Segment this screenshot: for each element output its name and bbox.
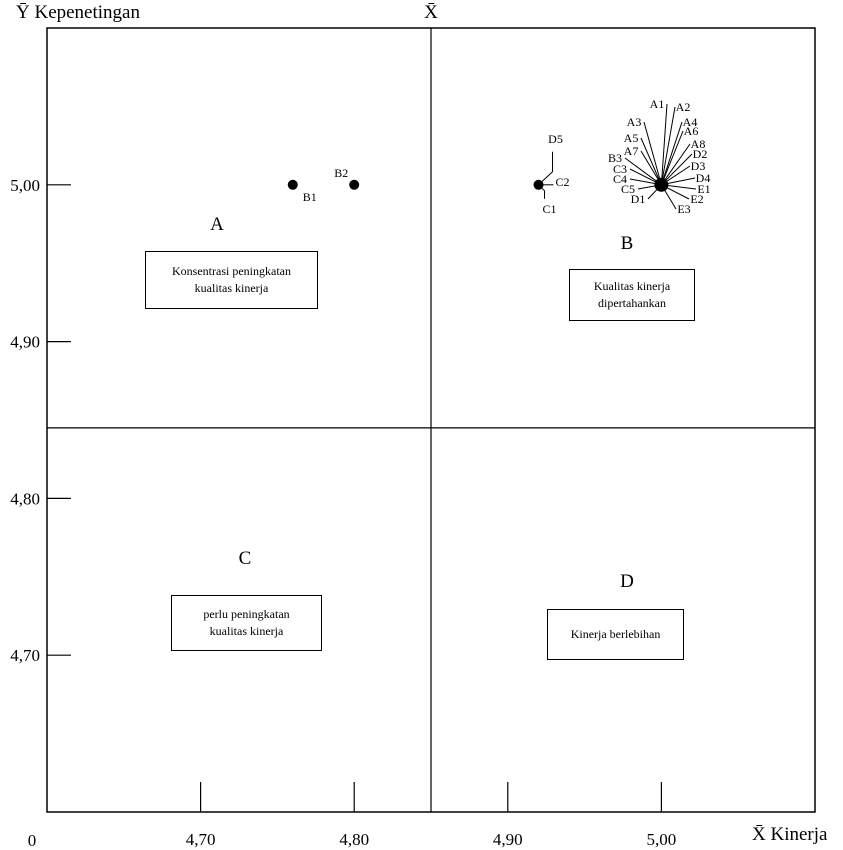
cluster-point-label: A4 [683,115,698,129]
cluster-leader-line [661,153,693,186]
point-label: B2 [334,166,348,180]
y-tick-label: 4,90 [10,333,40,352]
y-axis-label: Ȳ Kepenetingan [16,2,140,23]
quadrant-box-text: kualitas kinerja [209,624,284,638]
y-tick-label: 4,70 [10,646,40,665]
quadrant-box-text: Konsentrasi peningkatan [172,264,291,278]
cluster-point-label: E3 [677,202,690,216]
point-label: D5 [548,132,563,146]
cluster-point-label: A7 [624,144,639,158]
cluster-point-label: A6 [684,124,699,138]
quadrant-box-d: Kinerja berlebihan [547,609,684,660]
quadrant-box-text: Kualitas kinerja [593,279,671,293]
cluster-point [654,177,669,192]
cluster-point-label: A5 [624,131,639,145]
quadrant-letter-d: D [620,571,634,592]
quadrant-box-text: kualitas kinerja [194,281,269,295]
cluster-point-label: A1 [650,97,665,111]
axis-ticks [47,184,663,812]
cluster-point-label: B3 [608,151,622,165]
quadrant-letter-b: B [621,233,634,254]
cluster-leader-line [660,130,684,185]
quadrant-box-text: dipertahankan [598,296,666,310]
quadrant-letters: A B C D [210,214,634,592]
mean-lines [47,28,815,812]
cluster-leader-line [643,121,662,185]
cluster-leader-line [660,121,683,185]
cluster-point-label: A2 [676,100,691,114]
quadrant-letter-a: A [210,214,224,235]
x-tick-label: 4,80 [339,830,369,849]
quadrant-box-text: perlu peningkatan [203,607,290,621]
origin-label: 0 [28,831,37,850]
cluster-leader-line [660,103,668,185]
x-axis-label: X̄ Kinerja [752,824,828,845]
x-tick-label: 5,00 [647,830,677,849]
quadrant-box-b: Kualitas kinerja dipertahankan [569,269,695,321]
y-tick-label: 5,00 [10,176,40,195]
quadrant-letter-c: C [239,548,252,569]
cluster-point-label: C5 [621,182,635,196]
cluster-point-label: D2 [693,147,708,161]
cluster-leader-line [660,106,676,185]
x-tick-label: 4,70 [186,830,216,849]
cluster-leader-line [624,157,662,186]
point-label: B1 [303,190,317,204]
cluster-point-label: D4 [696,171,711,185]
leader-line-d5 [538,151,554,186]
quadrant-box-c: perlu peningkatan kualitas kinerja [171,595,322,651]
cluster-point-label: D1 [631,192,646,206]
x-mean-title: X̄ [424,2,438,23]
point-label: C1 [543,202,557,216]
cluster-point-label: D3 [691,159,706,173]
cluster-point-label: E1 [697,182,710,196]
cluster-point-label: E2 [690,192,703,206]
cluster-point-label: C4 [613,172,627,186]
cluster-point-label: C3 [613,162,627,176]
x-tick-label: 4,90 [493,830,523,849]
axis-labels: Ȳ Kepenetingan X̄ X̄ Kinerja 0 [16,2,828,850]
cluster-point-label: A3 [627,115,642,129]
quadrant-box-a: Konsentrasi peningkatan kualitas kinerja [145,251,318,309]
leader-line-c1 [538,184,546,199]
axis-tick-labels: 4,70 4,80 4,90 5,00 4,70 4,80 4,90 5,00 [10,176,676,849]
point-label: C2 [556,175,570,189]
data-point [287,179,298,190]
cluster-leader-line [640,137,662,185]
data-point [349,179,360,190]
y-tick-label: 4,80 [10,489,40,508]
cluster-point-label: A8 [691,137,706,151]
cluster-leader-line [660,143,691,186]
quadrant-box-text: Kinerja berlebihan [570,627,661,641]
